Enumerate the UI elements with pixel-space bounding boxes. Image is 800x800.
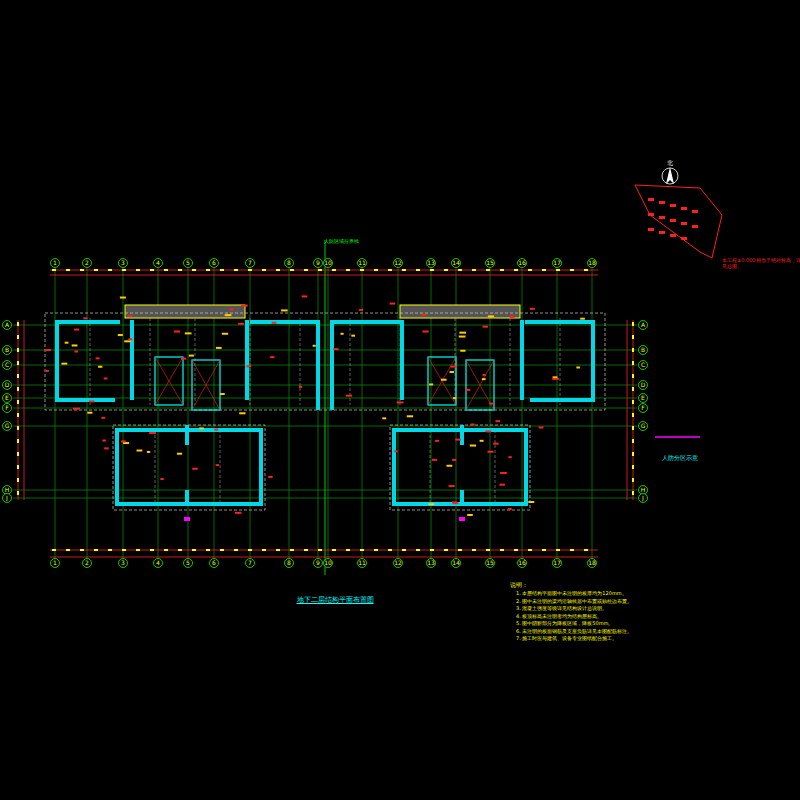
axis-number: 4 (156, 560, 160, 567)
axis-number: 11 (358, 560, 366, 567)
axis-number: 17 (553, 260, 561, 267)
axis-number: 5 (186, 560, 190, 567)
axis-number: 4 (156, 260, 160, 267)
axis-number: 17 (553, 560, 561, 567)
note-line: 7. 施工时应与建筑、设备专业图纸配合施工。 (516, 636, 617, 642)
axis-number: 1 (53, 260, 57, 267)
axis-number: E (641, 395, 645, 402)
axis-number: 3 (121, 260, 125, 267)
axis-number: 12 (394, 260, 402, 267)
axis-number: 7 (248, 560, 252, 567)
axis-number: 5 (186, 260, 190, 267)
note-line: 6. 未注明的板面钢筋及支座负筋详见本图配筋标注。 (516, 629, 632, 635)
axis-number: 7 (248, 260, 252, 267)
axis-number: 3 (121, 560, 125, 567)
key-plan-note: 本工程±0.000相当于绝对标高，详见总图。 (722, 258, 800, 269)
axis-number: B (5, 347, 9, 354)
axis-number: 13 (427, 560, 435, 567)
axis-number: 10 (324, 260, 332, 267)
axis-number: D (641, 382, 646, 389)
axis-number: F (5, 405, 8, 412)
drawing-title: 地下二层结构平面布置图 (297, 597, 374, 605)
note-line: 5. 图中阴影部分为降板区域，降板50mm。 (516, 621, 613, 627)
plan-linework (3, 167, 723, 575)
axis-number: H (5, 487, 10, 494)
axis-number: 11 (358, 260, 366, 267)
zone-legend-text: 人防分区示意 (662, 455, 698, 462)
note-line: 4. 板顶标高未注明者均为结构层标高。 (516, 614, 602, 620)
axis-number: F (641, 405, 644, 412)
axis-number: 14 (452, 260, 460, 267)
axis-number: 16 (518, 260, 526, 267)
axis-number: D (5, 382, 10, 389)
axis-number: 10 (324, 560, 332, 567)
axis-number: 8 (287, 560, 291, 567)
axis-number: 18 (588, 560, 596, 567)
axis-number: J (642, 495, 644, 502)
axis-number: 9 (316, 260, 320, 267)
axis-number: H (641, 487, 646, 494)
axis-number: J (6, 495, 8, 502)
notes-heading: 说明： (510, 582, 528, 589)
axis-number: G (5, 423, 10, 430)
axis-number: 2 (85, 560, 89, 567)
axis-number: 15 (486, 560, 494, 567)
axis-number: E (5, 395, 9, 402)
axis-number: 15 (486, 260, 494, 267)
axis-number: C (641, 362, 645, 369)
axis-number: 13 (427, 260, 435, 267)
axis-number: 12 (394, 560, 402, 567)
axis-number: 6 (212, 260, 216, 267)
axis-number: 6 (212, 560, 216, 567)
axis-number: A (641, 322, 645, 329)
axis-number: 14 (452, 560, 460, 567)
axis-number: 8 (287, 260, 291, 267)
note-line: 2. 图中未注明的梁均沿轴线居中布置或贴柱边布置。 (516, 599, 632, 605)
boundary-label: 人防区域分界线 (324, 239, 359, 245)
axis-number: 2 (85, 260, 89, 267)
axis-number: 9 (316, 560, 320, 567)
note-line: 3. 混凝土强度等级详见结构设计总说明。 (516, 606, 607, 612)
axis-number: 16 (518, 560, 526, 567)
axis-number: C (5, 362, 9, 369)
axis-number: 18 (588, 260, 596, 267)
axis-number: A (5, 322, 9, 329)
axis-number: G (641, 423, 646, 430)
axis-number: 1 (53, 560, 57, 567)
axis-number: B (641, 347, 645, 354)
note-line: 1. 本层结构平面图中未注明的板厚均为120mm。 (516, 591, 627, 597)
north-mark: 北 (667, 160, 673, 167)
